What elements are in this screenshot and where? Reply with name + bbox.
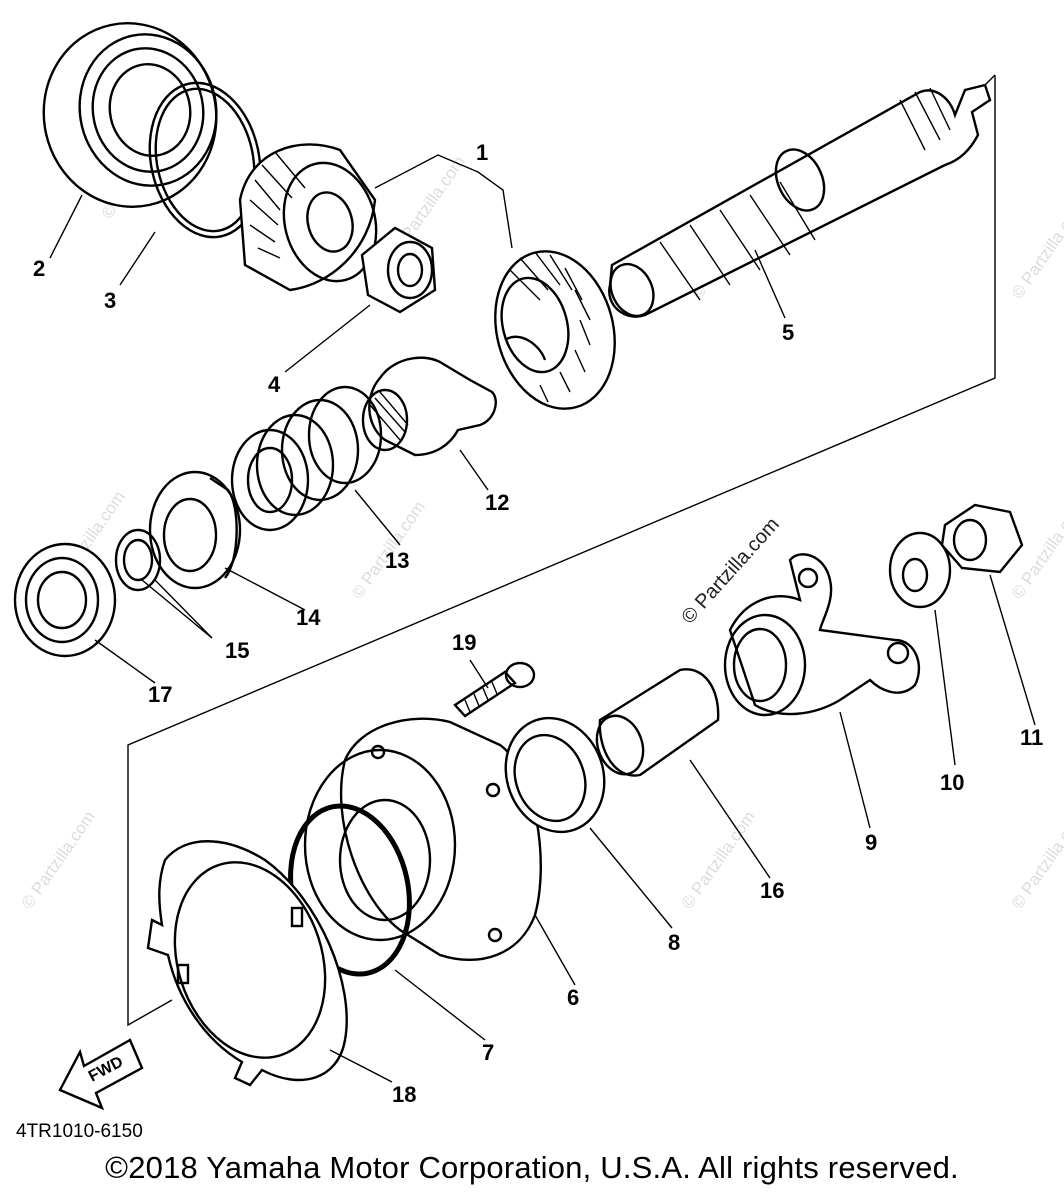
callout-13: 13 <box>385 548 409 573</box>
callout-12: 12 <box>485 490 509 515</box>
bearing-part-2 <box>42 22 218 208</box>
spring-part-13 <box>230 385 383 532</box>
split-collar-part-15 <box>114 528 162 592</box>
assembly-frame <box>127 75 996 1027</box>
housing-part-6 <box>303 717 542 962</box>
watermark-text: © Partzilla.com <box>18 808 99 913</box>
callout-9: 9 <box>865 830 877 855</box>
snap-ring-part-3 <box>148 81 262 239</box>
seal-part-8 <box>504 716 606 834</box>
callout-11: 11 <box>1020 725 1043 750</box>
seat-part-14 <box>148 470 242 590</box>
callout-3: 3 <box>104 288 116 313</box>
callout-5: 5 <box>782 320 794 345</box>
watermark-text: © Partzilla.com <box>1008 198 1064 303</box>
callout-10: 10 <box>940 770 964 795</box>
group-bracket-1 <box>374 154 513 249</box>
callout-2: 2 <box>33 256 45 281</box>
bevel-gear-part-1b <box>494 250 616 410</box>
callout-8: 8 <box>668 930 680 955</box>
bolt-part-19 <box>453 661 536 718</box>
callout-19: 19 <box>452 630 476 655</box>
watermark-text: © Partzilla.com <box>678 808 759 913</box>
callout-4: 4 <box>268 372 281 397</box>
callout-6: 6 <box>567 985 579 1010</box>
bevel-gear-part-1a <box>238 143 378 292</box>
plate-part-18 <box>146 840 348 1087</box>
callout-1: 1 <box>476 140 488 165</box>
fwd-direction-arrow: FWD <box>58 1038 144 1111</box>
nut-part-11 <box>940 503 1024 574</box>
copyright-notice: ©2018 Yamaha Motor Corporation, U.S.A. A… <box>105 1150 959 1185</box>
callout-labels: 1 2 3 4 5 6 7 8 9 10 11 12 13 14 15 16 1… <box>33 140 1043 1107</box>
watermark-text: © Partzilla.com <box>1008 808 1064 913</box>
callout-16: 16 <box>760 878 784 903</box>
callout-14: 14 <box>296 605 321 630</box>
collar-part-16 <box>595 668 720 777</box>
shaft-part-5 <box>608 83 992 318</box>
callout-18: 18 <box>392 1082 416 1107</box>
callout-17: 17 <box>148 682 172 707</box>
leader-lines <box>49 194 1036 1083</box>
bearing-part-17 <box>13 542 117 658</box>
diagram-code: 4TR1010-6150 <box>16 1121 143 1142</box>
washer-part-10 <box>888 531 952 609</box>
callout-7: 7 <box>482 1040 494 1065</box>
yoke-part-9 <box>723 553 921 717</box>
callout-15: 15 <box>225 638 249 663</box>
sleeve-part-12 <box>361 356 497 457</box>
collar-part-4 <box>360 226 437 314</box>
